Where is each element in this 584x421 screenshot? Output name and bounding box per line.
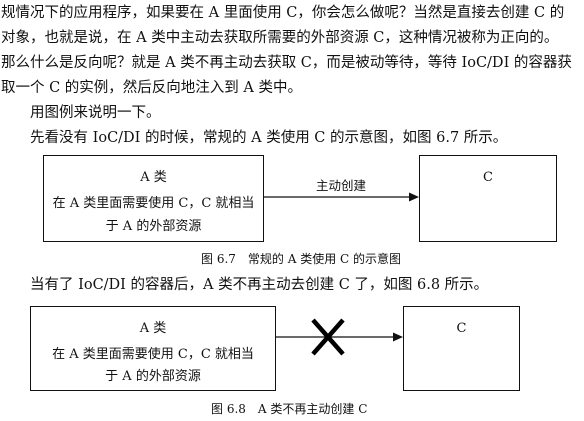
fig2-arrow-head <box>393 332 403 342</box>
fig2-class-a-desc-line1: 在 A 类里面需要使用 C，C 就相当 <box>52 347 254 362</box>
intro-line: 规情况下的应用程序，如果要在 A 里面使用 C，你会怎么做呢？当然是直接去创建 … <box>1 5 565 21</box>
first-lead-line: 先看没有 IoC/DI 的时候，常规的 A 类使用 C 的示意图，如图 6.7 … <box>30 130 508 146</box>
intro-line: 那么什么是反向呢？就是 A 类不再主动去获取 C，而是被动等待，等待 IoC/D… <box>1 55 572 71</box>
fig1-class-a-desc-line1: 在 A 类里面需要使用 C，C 就相当 <box>52 196 255 211</box>
fig2-class-a-box: A 类 在 A 类里面需要使用 C，C 就相当 于 A 的外部资源 <box>30 306 276 391</box>
intro-line: 对象，也就是说，在 A 类中主动去获取所需要的外部资源 C，这种情况被称为正向的… <box>1 30 559 46</box>
fig2-class-a-desc-line2: 于 A 的外部资源 <box>105 369 201 384</box>
fig2-class-c-box: C <box>403 306 520 391</box>
fig1-arrow-head <box>409 192 419 202</box>
fig1-caption: 图 6.7 常规的 A 类使用 C 的示意图 <box>201 252 402 266</box>
fig1-class-a-title: A 类 <box>140 170 167 185</box>
fig1-arrow-label: 主动创建 <box>316 178 367 193</box>
fig1-class-a-desc-line2: 于 A 的外部资源 <box>105 219 202 234</box>
fig2-class-a-title: A 类 <box>139 321 167 336</box>
fig1-class-c-box: C <box>419 155 557 242</box>
fig1-class-c-label: C <box>483 170 493 185</box>
fig1-class-a-box: A 类 在 A 类里面需要使用 C，C 就相当 于 A 的外部资源 <box>43 155 264 242</box>
intro-paragraph: 规情况下的应用程序，如果要在 A 里面使用 C，你会怎么做呢？当然是直接去创建 … <box>1 1 583 151</box>
intro-line: 取一个 C 的实例，然后反向地注入到 A 类中。 <box>1 80 303 96</box>
fig2-class-c-label: C <box>456 321 467 336</box>
fig2-cross-stroke-b <box>311 318 345 356</box>
fig2-caption: 图 6.8 A 类不再主动创建 C <box>211 402 368 416</box>
second-lead-line: 当有了 IoC/DI 的容器后，A 类不再主动去创建 C 了，如图 6.8 所示… <box>30 277 489 293</box>
explain-line: 用图例来说明一下。 <box>30 105 161 121</box>
